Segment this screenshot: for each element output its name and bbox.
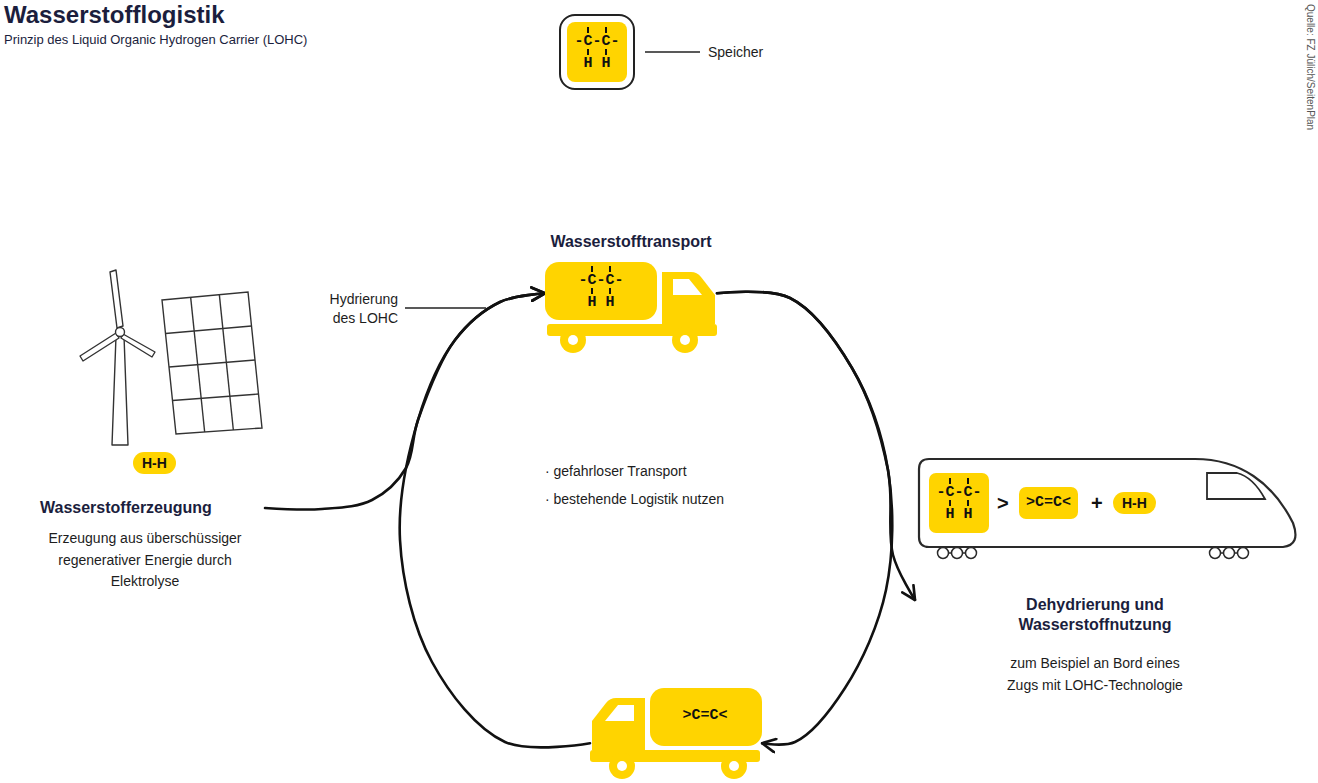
node-description: zum Beispiel an Bord eines Zugs mit LOHC… (995, 653, 1195, 696)
turbine-blade (80, 333, 119, 361)
wheel (672, 327, 698, 353)
truck-outline (545, 262, 717, 354)
node-text: H-H (1122, 494, 1147, 512)
loaded-carrier-box: -C-C- H H (929, 473, 989, 533)
wheel-hub (568, 335, 578, 345)
storage-symbol: -C-C- H H (567, 22, 627, 82)
wheel (721, 753, 747, 779)
node-description: Erzeugung aus überschüssiger regenerativ… (35, 528, 255, 593)
operator-symbol: > (997, 490, 1009, 517)
train-wheel (952, 548, 963, 559)
wheel-hub (729, 761, 739, 771)
tank-truck: >C=C< (590, 688, 762, 780)
solar-panel-frame (162, 292, 262, 434)
chemical-formula: -C-C- H H (936, 478, 982, 528)
node-text: H-H (142, 454, 167, 472)
train-wheel (938, 548, 949, 559)
panel-grid (166, 326, 252, 334)
leader-line (405, 307, 486, 309)
train-wheel (1224, 548, 1235, 559)
unloaded-carrier-box: >C=C< (1019, 487, 1078, 519)
drawing-part (590, 688, 762, 779)
process-label: Hydrierung des LOHC (306, 290, 398, 328)
node-heading: Wasserstofftransport (550, 232, 711, 252)
chemical-formula: >C=C< (1026, 492, 1071, 514)
wheel (560, 327, 586, 353)
turbine-hub (116, 328, 125, 337)
hydrogen-pill: H-H (1113, 492, 1156, 514)
legend-label: Speicher (708, 43, 763, 62)
chemical-formula: -C-C- H H (578, 266, 624, 316)
chemical-formula: >C=C< (682, 705, 727, 727)
leader-line (645, 51, 700, 53)
train-wheel (966, 548, 977, 559)
flow-arrow (400, 293, 590, 747)
panel-grid (169, 360, 255, 367)
train-wheel (1238, 548, 1249, 559)
train-wheel (1210, 548, 1221, 559)
wheel-hub (617, 761, 627, 771)
bullet-note: · bestehende Logistik nutzen (545, 490, 724, 509)
truck-cab (592, 698, 645, 750)
cab-window (673, 279, 702, 295)
node-heading: Wasserstofferzeugung (40, 498, 212, 518)
production-group: WasserstofferzeugungErzeugung aus übersc… (15, 300, 265, 565)
wheel-hub (680, 335, 690, 345)
train-body (919, 459, 1295, 547)
turbine-tower (112, 336, 128, 445)
flow-arrow (717, 292, 915, 600)
bullet-note: · gefahrloser Transport (545, 462, 687, 481)
tank (650, 688, 762, 746)
chemical-formula: -C-C- H H (574, 27, 620, 77)
node-heading: Dehydrierung und Wasserstoffnutzung (1005, 595, 1185, 635)
subtitle: Prinzip des Liquid Organic Hydrogen Carr… (4, 31, 307, 49)
flow-arrow (717, 292, 892, 745)
diagram-title: Wasserstofflogistik (4, 0, 225, 30)
lohc-train: Dehydrierung und Wasserstoffnutzung zum B… (915, 455, 1300, 745)
operator-symbol: + (1091, 490, 1103, 517)
tank (545, 262, 657, 320)
wind-turbine (80, 270, 155, 445)
train-window (1207, 473, 1265, 499)
truck-cab (662, 272, 715, 324)
flow-arrow (265, 293, 545, 509)
panel-grid (173, 394, 259, 401)
cab-window (605, 705, 634, 721)
truck-outline (590, 688, 762, 780)
drawing-part (545, 262, 717, 353)
turbine-blade (121, 334, 155, 357)
wheel (609, 753, 635, 779)
source-note: Quelle: FZ Jülich/SeitenPlan (1304, 4, 1316, 130)
turbine-blade (110, 270, 123, 328)
tank-truck: Wasserstofftransport-C-C- H H (545, 262, 717, 354)
solar-panel (162, 292, 262, 434)
hydrogen-pill: H-H (133, 452, 176, 474)
